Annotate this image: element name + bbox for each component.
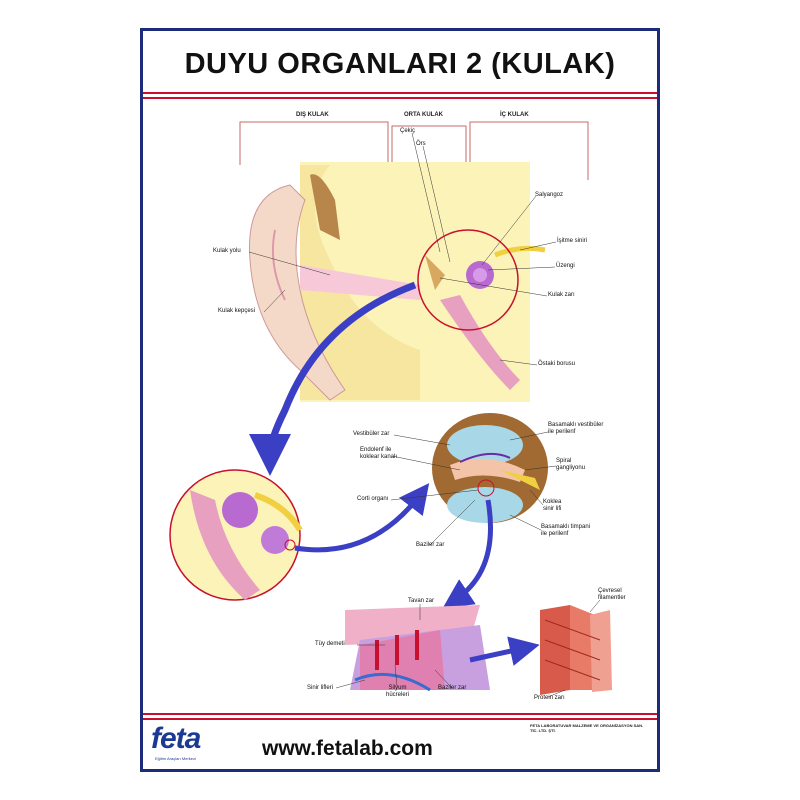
logo-text: feta bbox=[151, 722, 201, 755]
label-corti: Corti organı bbox=[357, 496, 389, 502]
label-sinir-lifleri: Sinir lifleri bbox=[307, 685, 334, 691]
label-vestibuler-zar: Vestibüler zar bbox=[353, 431, 390, 437]
cochlea-section bbox=[432, 413, 548, 523]
company-info: FETA LABORATUVAR MALZEME VE ORGANİZASYON… bbox=[530, 723, 650, 733]
title-rule-top bbox=[143, 92, 657, 94]
label-isitme-siniri: İşitme siniri bbox=[557, 238, 588, 244]
section-inner-ear: İÇ KULAK bbox=[500, 112, 529, 118]
label-ors: Örs bbox=[416, 141, 426, 147]
footer-rule-bottom bbox=[143, 718, 657, 720]
label-salyangoz: Salyangoz bbox=[535, 192, 564, 198]
protein-membrane bbox=[540, 605, 612, 695]
label-silyum: Silyum hücreleri bbox=[386, 685, 410, 698]
label-spiral-gangliyon: Spiral gangliyonu bbox=[556, 458, 586, 471]
label-endolenf: Endolenf ile koklear kanalı bbox=[360, 447, 398, 460]
label-ostaki-borusu: Östaki borusu bbox=[538, 361, 576, 367]
label-cevresel: Çevresel filamentler bbox=[598, 588, 626, 601]
label-cekic: Çekiç bbox=[400, 128, 416, 134]
ear-cross-section bbox=[249, 162, 546, 402]
label-kulak-yolu: Kulak yolu bbox=[213, 248, 241, 254]
title-rule-bottom bbox=[143, 97, 657, 99]
footer-rule-top bbox=[143, 713, 657, 715]
arrow-cochlea-to-corti bbox=[442, 499, 493, 609]
website-link[interactable]: www.fetalab.com bbox=[262, 737, 433, 760]
page-title: DUYU ORGANLARI 2 (KULAK) bbox=[184, 48, 616, 80]
label-baziler-zar-2: Baziler zar bbox=[438, 685, 467, 691]
corti-organ bbox=[345, 605, 490, 692]
arrow-outer-to-inner bbox=[249, 281, 417, 476]
section-outer-ear: DIŞ KULAK bbox=[296, 112, 329, 118]
label-protein-zari: Protein zarı bbox=[534, 695, 565, 701]
section-brackets bbox=[239, 121, 589, 180]
label-tavan-zar: Tavan zar bbox=[408, 598, 435, 604]
label-kulak-zari: Kulak zarı bbox=[548, 292, 575, 298]
feta-logo: feta Eğitim Araçları Merkezi bbox=[151, 722, 241, 766]
label-tuy-demeti: Tüy demeti bbox=[315, 641, 345, 647]
company-name: FETA LABORATUVAR MALZEME VE ORGANİZASYON… bbox=[530, 723, 644, 733]
inner-ear-zoom bbox=[169, 469, 303, 601]
label-basamakli-vestibuler: Basamaklı vestibüler ile perilenf bbox=[548, 422, 604, 435]
label-baziler-zar: Baziler zar bbox=[416, 542, 445, 548]
arrow-corti-to-protein bbox=[469, 636, 540, 666]
logo-subtitle: Eğitim Araçları Merkezi bbox=[155, 756, 196, 761]
leader-lines bbox=[248, 132, 601, 698]
section-middle-ear: ORTA KULAK bbox=[404, 112, 443, 118]
label-kulak-kepcesi: Kulak kepçesi bbox=[218, 308, 256, 314]
arrow-inner-to-cochlea bbox=[294, 483, 430, 553]
label-uzengi: Üzengi bbox=[556, 263, 575, 269]
label-basamakli-timpani: Basamaklı timpani ile perilenf bbox=[541, 524, 591, 537]
label-koklea-sinir: Koklea sinir lifi bbox=[543, 499, 562, 512]
